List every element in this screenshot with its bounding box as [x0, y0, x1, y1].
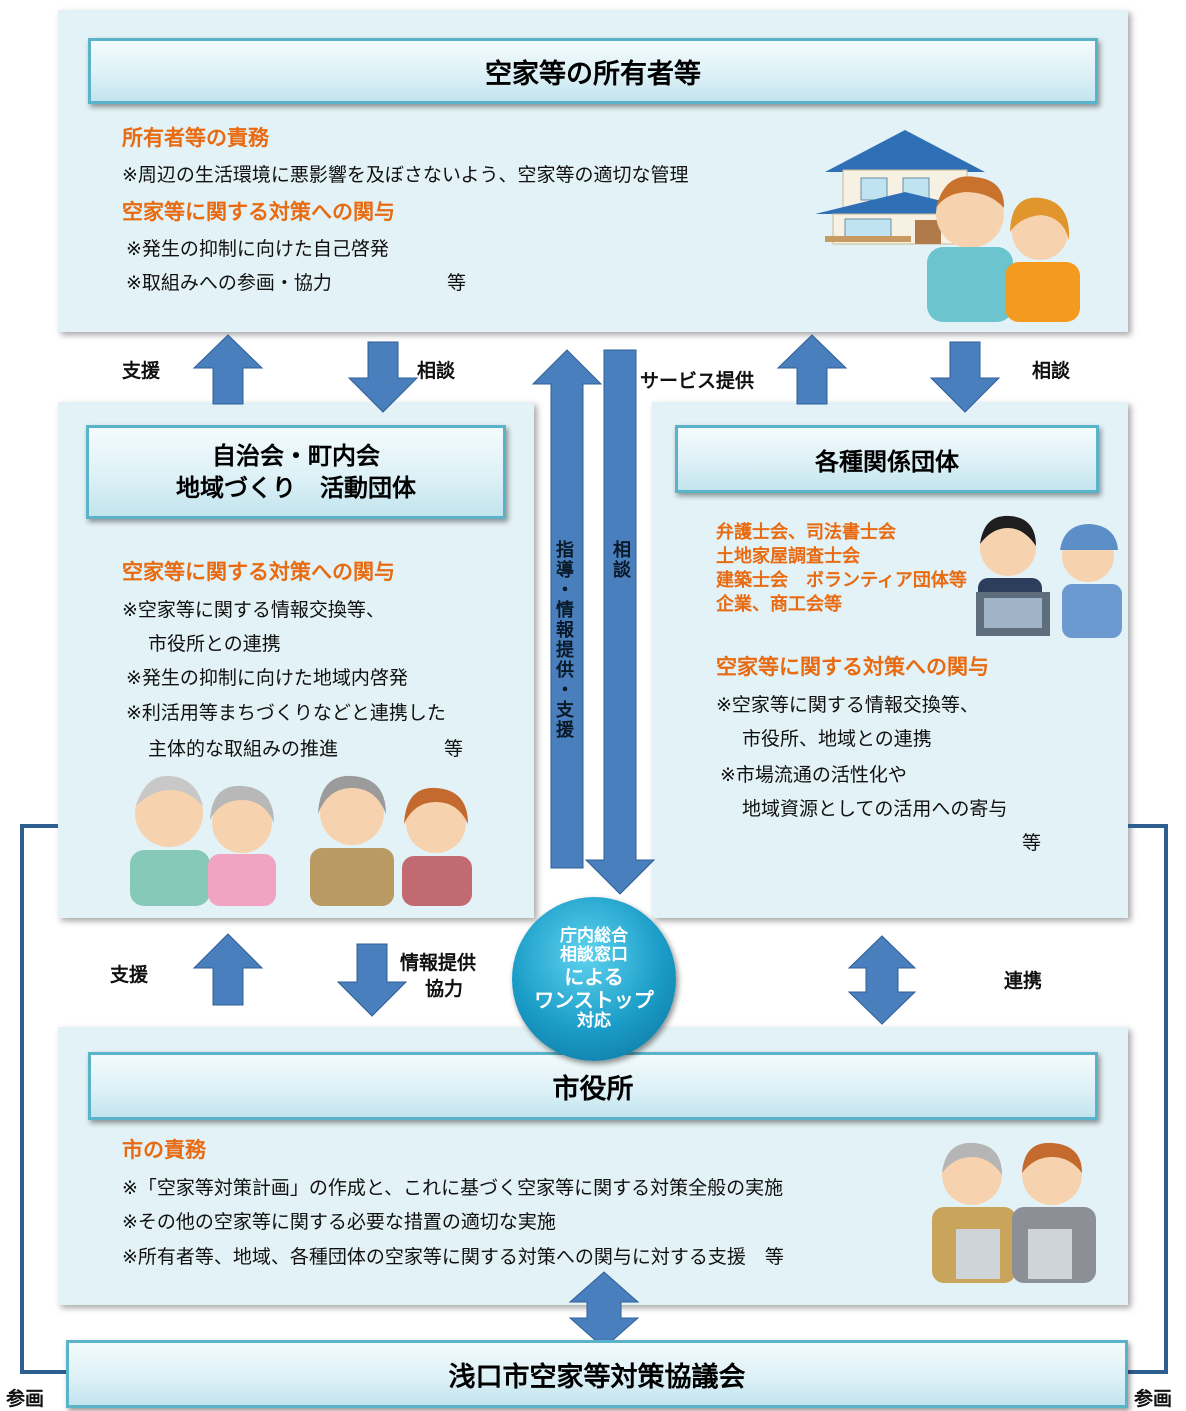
- label-cooperation: 連携: [1004, 970, 1043, 992]
- center-line-2: 相談窓口: [560, 945, 628, 966]
- arrow-down-consult-top-right: [929, 341, 1001, 413]
- arrow-down-consult-center: [584, 349, 656, 895]
- owners-involvement-1: ※発生の抑制に向けた自己啓発: [126, 238, 389, 260]
- owners-involvement-heading: 空家等に関する対策への関与: [122, 200, 395, 224]
- council-title: 浅口市空家等対策協議会: [66, 1340, 1128, 1408]
- residents-illustration: [130, 775, 472, 906]
- center-line-1: 庁内総合: [560, 925, 628, 946]
- center-line-4: ワンストップ: [534, 987, 654, 1012]
- orgs-member-4: 企業、商工会等: [716, 594, 842, 615]
- orgs-line-2b: 地域資源としての活用への寄与: [742, 798, 1008, 820]
- community-etc: 等: [444, 738, 464, 760]
- arrow-double-city-council: [568, 1271, 640, 1349]
- orgs-etc: 等: [1022, 832, 1042, 854]
- orgs-member-1: 弁護士会、司法書士会: [716, 522, 896, 543]
- community-line-3b: 主体的な取組みの推進: [148, 738, 339, 760]
- community-line-1b: 市役所との連携: [148, 633, 281, 655]
- city-staff-illustration: [932, 1142, 1096, 1283]
- one-stop-center-circle: 庁内総合 相談窓口 による ワンストップ 対応: [512, 897, 676, 1061]
- label-info-1: 情報提供: [400, 952, 477, 974]
- orgs-line-2: ※市場流通の活性化や: [720, 764, 907, 786]
- owners-duty-heading: 所有者等の責務: [122, 126, 269, 150]
- community-title: 自治会・町内会 地域づくり 活動団体: [86, 425, 506, 519]
- label-participate-left: 参画: [6, 1388, 45, 1410]
- community-line-1: ※空家等に関する情報交換等、: [122, 599, 385, 621]
- label-participate-right: 参画: [1134, 1388, 1173, 1410]
- owners-duty-text: ※周辺の生活環境に悪影響を及ぼさないよう、空家等の適切な管理: [122, 164, 689, 186]
- orgs-member-3: 建築士会 ボランティア団体等: [716, 570, 967, 591]
- participate-line-right: [1110, 824, 1168, 1374]
- arrow-up-guidance: [531, 349, 603, 869]
- arrow-up-service: [776, 334, 848, 405]
- city-title: 市役所: [88, 1052, 1098, 1120]
- orgs-line-1b: 市役所、地域との連携: [742, 728, 932, 750]
- participate-line-left: [20, 824, 80, 1374]
- label-consult-top-right: 相談: [1032, 360, 1071, 382]
- orgs-heading: 空家等に関する対策への関与: [716, 655, 989, 679]
- label-info-2: 協力: [425, 978, 464, 1000]
- label-consult-vertical: 相談: [610, 540, 631, 580]
- arrow-up-support-top: [192, 334, 264, 405]
- city-line-3: ※所有者等、地域、各種団体の空家等に関する対策への関与に対する支援 等: [122, 1246, 784, 1268]
- city-line-1: ※「空家等対策計画」の作成と、これに基づく空家等に関する対策全般の実施: [122, 1177, 784, 1199]
- label-service: サービス提供: [640, 370, 755, 392]
- arrow-double-cooperation: [847, 935, 917, 1025]
- label-support-bottom: 支援: [110, 964, 149, 986]
- label-support-top: 支援: [122, 360, 161, 382]
- community-heading: 空家等に関する対策への関与: [122, 560, 395, 584]
- owners-etc: 等: [447, 272, 467, 294]
- community-line-2: ※発生の抑制に向けた地域内啓発: [126, 667, 408, 689]
- center-line-5: 対応: [577, 1010, 611, 1031]
- owners-title: 空家等の所有者等: [88, 38, 1098, 104]
- city-line-2: ※その他の空家等に関する必要な措置の適切な実施: [122, 1211, 556, 1233]
- arrow-down-consult-top-left: [347, 341, 419, 413]
- label-guidance-vertical: 指導・情報提供・支援: [553, 540, 574, 740]
- orgs-member-2: 土地家屋調査士会: [716, 546, 860, 567]
- house-family-illustration: [815, 130, 1080, 322]
- arrow-up-support-bottom: [192, 933, 264, 1006]
- arrow-down-info: [336, 943, 408, 1017]
- city-heading: 市の責務: [122, 1138, 206, 1162]
- owners-involvement-2: ※取組みへの参画・協力: [126, 272, 332, 294]
- orgs-line-1: ※空家等に関する情報交換等、: [716, 694, 979, 716]
- community-line-3: ※利活用等まちづくりなどと連携した: [126, 702, 446, 724]
- center-line-3: による: [564, 964, 624, 989]
- label-consult-top-left: 相談: [417, 360, 456, 382]
- professionals-illustration: [976, 515, 1122, 638]
- orgs-title: 各種関係団体: [675, 425, 1099, 493]
